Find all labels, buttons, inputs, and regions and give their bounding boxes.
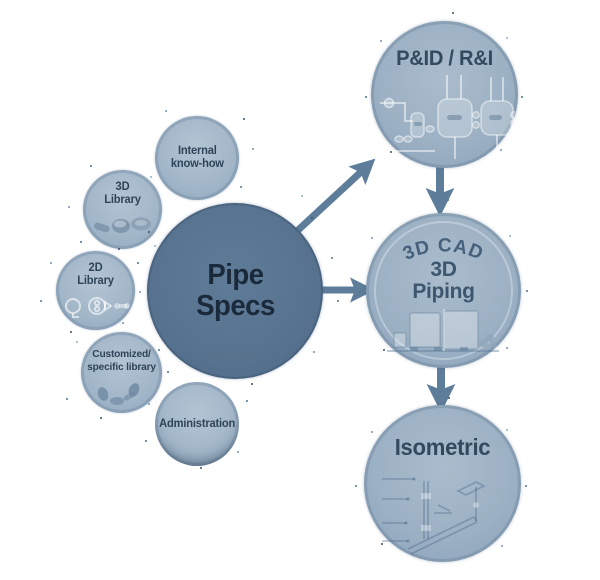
cad-arc-label: 3D CAD: [400, 235, 486, 265]
administration-label: Administration: [159, 417, 235, 430]
2d-library-label-line2: Library: [77, 275, 114, 287]
2d-symbols-icon: [65, 297, 130, 318]
customized-library-label-line2: specific library: [87, 361, 156, 373]
3d-library-label-line1: 3D: [115, 181, 130, 193]
custom-parts-icon: [97, 383, 140, 405]
piping-label-line2: Piping: [412, 280, 475, 303]
3d-parts-icon: [94, 217, 151, 233]
bubble-administration: Administration: [155, 382, 239, 466]
piping-label-line1: 3D: [430, 258, 457, 281]
isometric-drawing-icon: [382, 477, 486, 555]
noise-speckles: [0, 0, 2, 2]
arrow-hub-to-pid: [293, 158, 376, 235]
bubble-2d-library: 2D Library: [56, 251, 135, 330]
internal-know-how-label-line1: Internal: [177, 145, 217, 157]
isometric-title: Isometric: [394, 434, 491, 460]
bubble-3d-library: 3D Library: [83, 170, 162, 249]
bubble-pid-ri: P&ID / R&I: [371, 21, 518, 168]
hub-label-line2: Specs: [195, 290, 275, 322]
hub-label-line1: Pipe: [206, 259, 264, 291]
bubble-customized-specific-library: Customized/ specific library: [81, 332, 162, 413]
bubble-isometric: Isometric: [364, 405, 521, 562]
2d-library-label-line1: 2D: [88, 262, 103, 274]
customized-library-label-line1: Customized/: [92, 348, 151, 360]
piping-model-icon: [387, 309, 499, 352]
bubble-3d-piping: 3D CAD 3D Piping: [366, 213, 521, 368]
3d-library-label-line2: Library: [104, 194, 141, 206]
internal-know-how-label-line2: know-how: [170, 158, 224, 170]
pid-schematic-icon: [380, 75, 515, 159]
pid-ri-title: P&ID / R&I: [396, 47, 493, 70]
inner-ring: [374, 221, 513, 360]
bubble-internal-know-how: Internal know-how: [155, 116, 239, 200]
bubble-pipe-specs-hub: Pipe Specs: [147, 203, 323, 379]
